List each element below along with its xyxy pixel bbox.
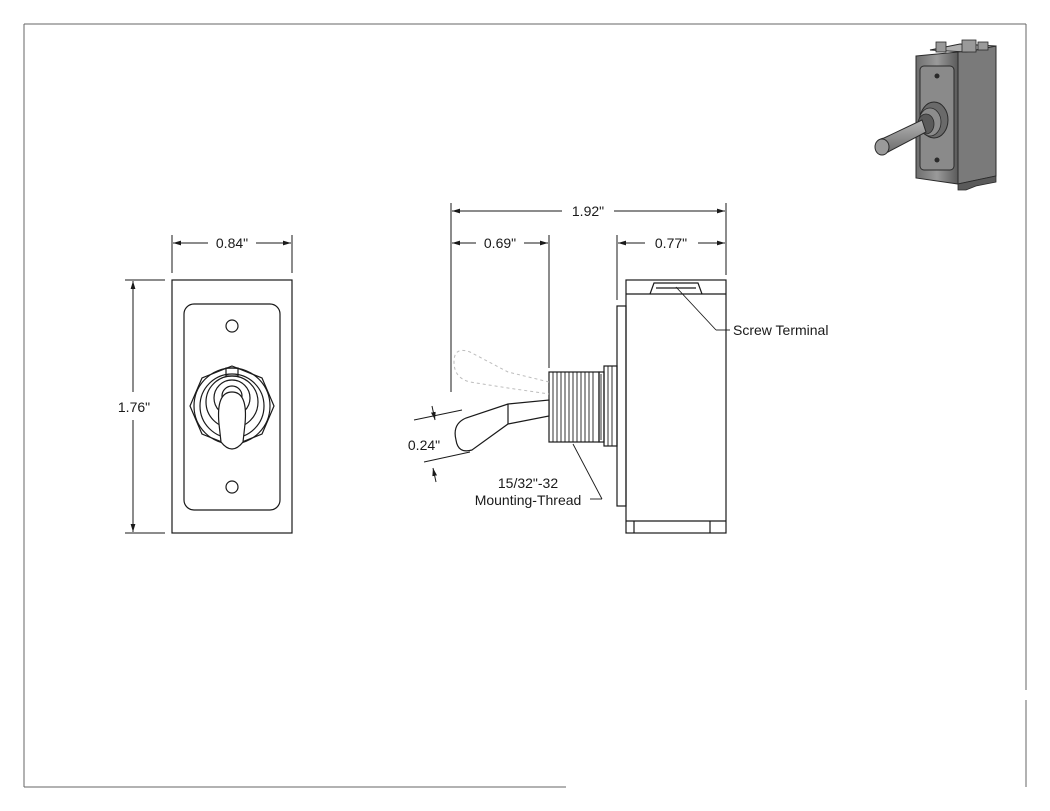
screw-terminal-label: Screw Terminal [733,322,828,338]
front-height-label: 1.76" [118,399,150,415]
lever-length-dimension [452,235,550,368]
toggle-switch-side-view-icon [548,279,727,534]
lever-tip-dimension [413,405,471,483]
mounting-thread-lines [552,366,613,446]
screw-terminal-leader [675,286,730,331]
lever-tip-label: 0.24" [408,437,440,453]
toggle-switch-isometric-icon [874,39,997,191]
mounting-thread-label-2: Mounting-Thread [475,492,582,508]
body-depth-dimension [616,235,725,300]
toggle-lever-alternate-position [453,349,550,395]
overall-length-dimension [450,203,727,392]
front-width-dimension [171,235,293,273]
toggle-switch-front-view-icon [171,279,293,534]
sheet-border [23,23,1027,788]
overall-length-label: 1.92" [572,203,604,219]
front-width-label: 0.84" [216,235,248,251]
lever-length-label: 0.69" [484,235,516,251]
mounting-thread-label-1: 15/32"-32 [498,475,558,491]
body-depth-label: 0.77" [655,235,687,251]
mounting-thread-leader [572,443,603,500]
front-height-dimension [125,279,165,534]
toggle-lever [454,399,550,452]
